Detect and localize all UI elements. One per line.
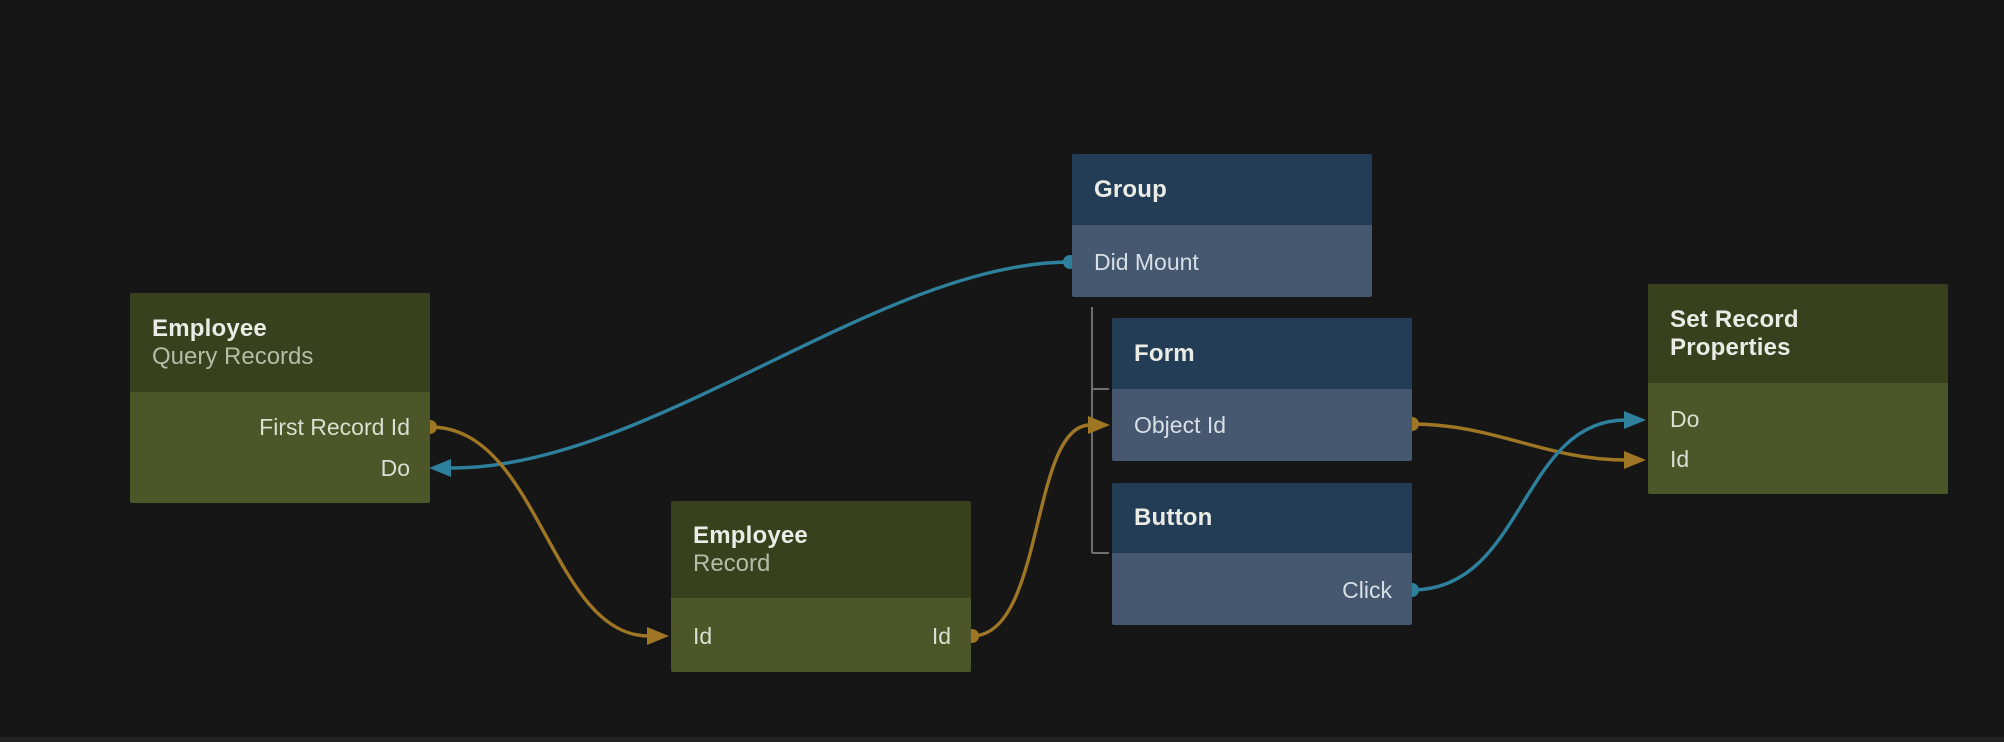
port-do-input[interactable]: Do [381, 456, 410, 480]
node-ports-section: Do Id [1648, 383, 1948, 494]
arrowhead-setrecord-id-input[interactable] [1624, 451, 1646, 469]
wire-group-didmount-to-queryrecords-do[interactable] [450, 260, 1072, 470]
port-label-click: Click [1342, 577, 1392, 603]
node-title: Employee [152, 314, 267, 342]
port-did-mount-output[interactable]: Did Mount [1094, 250, 1199, 274]
port-id-input[interactable]: Id [693, 624, 712, 648]
node-title: Form [1134, 339, 1195, 367]
node-header[interactable]: Group [1072, 154, 1372, 225]
port-label-first-record-id: First Record Id [259, 414, 410, 440]
node-ports-section: Id Id [671, 598, 971, 672]
port-click-output[interactable]: Click [1342, 578, 1392, 602]
node-header[interactable]: Form [1112, 318, 1412, 389]
arrowhead-queryrecords-do-input[interactable] [429, 459, 451, 477]
node-ports-section: Object Id [1112, 389, 1412, 461]
wire-button-click-to-setrecord-do[interactable] [1410, 418, 1628, 592]
bottom-edge-strip [0, 737, 2004, 742]
node-subtitle: Record [693, 549, 771, 577]
port-label-did-mount: Did Mount [1094, 249, 1199, 275]
node-title: Button [1134, 504, 1213, 531]
node-subtitle: Query Records [152, 342, 314, 370]
wire-firstrecordid-to-record-id[interactable] [428, 425, 651, 638]
node-button[interactable]: Button Click [1112, 483, 1412, 625]
node-group[interactable]: Group Did Mount [1072, 154, 1372, 297]
arrowhead-form-objectid-input[interactable] [1088, 416, 1110, 434]
node-set-record-properties[interactable]: Set Record Properties Do Id [1648, 284, 1948, 494]
node-title: Employee [693, 521, 808, 549]
arrowhead-setrecord-do-input[interactable] [1624, 411, 1646, 429]
node-title: Set Record Properties [1670, 305, 1799, 361]
node-employee-query-records[interactable]: Employee Query Records First Record Id D… [130, 293, 430, 503]
node-header[interactable]: Set Record Properties [1648, 284, 1948, 383]
node-form[interactable]: Form Object Id [1112, 318, 1412, 461]
port-object-id[interactable]: Object Id [1134, 413, 1226, 437]
arrowhead-record-id-input[interactable] [647, 627, 669, 645]
node-header[interactable]: Button [1112, 483, 1412, 553]
node-header[interactable]: Employee Query Records [130, 293, 430, 392]
port-label-id: Id [1670, 446, 1690, 472]
node-title: Group [1094, 175, 1167, 203]
port-label-id-input: Id [693, 623, 713, 649]
node-ports-section: Did Mount [1072, 225, 1372, 297]
port-label-do: Do [380, 455, 410, 481]
port-first-record-id-output[interactable]: First Record Id [259, 415, 410, 439]
wire-form-objectid-to-setrecord-id[interactable] [1410, 422, 1628, 462]
node-ports-section: Click [1112, 553, 1412, 625]
port-id-output[interactable]: Id [932, 624, 951, 648]
port-id-input[interactable]: Id [1670, 447, 1689, 471]
node-header[interactable]: Employee Record [671, 501, 971, 598]
port-label-object-id: Object Id [1134, 412, 1227, 438]
node-employee-record[interactable]: Employee Record Id Id [671, 501, 971, 672]
wire-record-id-to-form-objectid[interactable] [970, 423, 1092, 638]
port-do-input[interactable]: Do [1670, 407, 1699, 431]
node-ports-section: First Record Id Do [130, 392, 430, 503]
port-label-do: Do [1670, 406, 1700, 432]
port-label-id-output: Id [931, 623, 951, 649]
